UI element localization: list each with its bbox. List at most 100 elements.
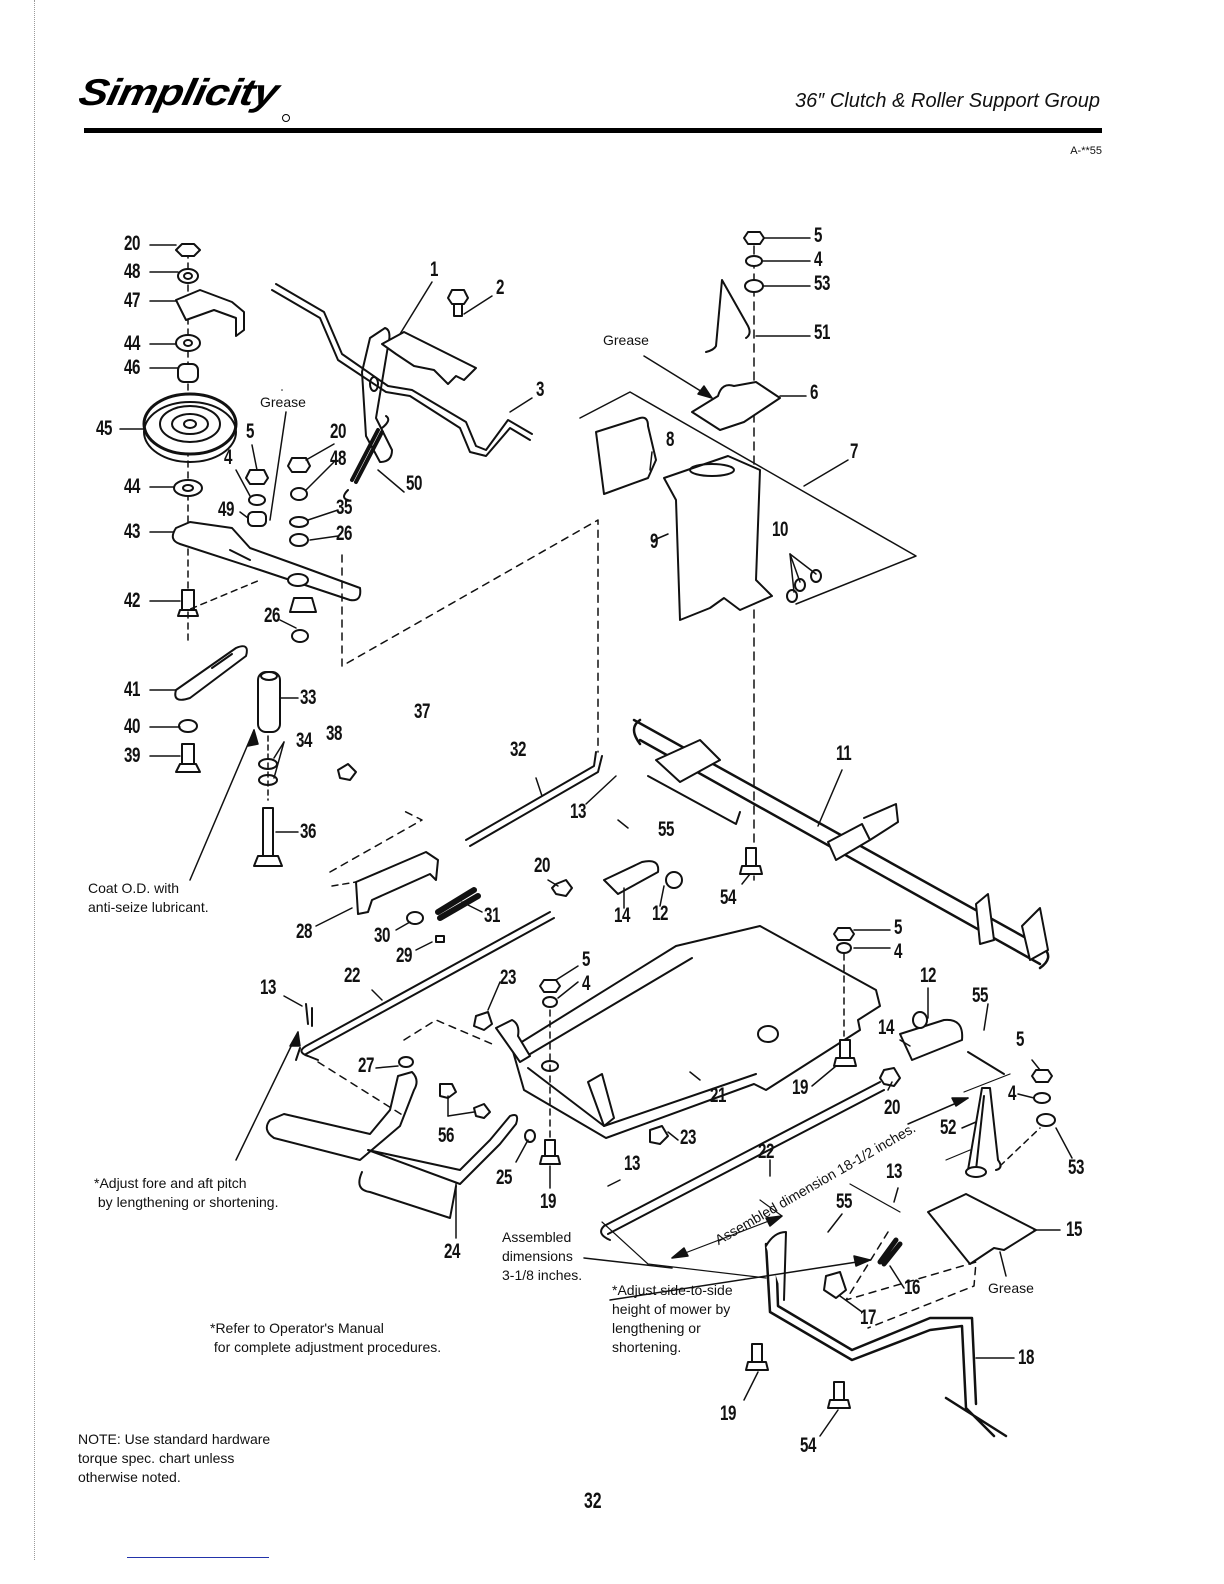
callout-47: 47	[124, 289, 141, 312]
clutch-shaft-3	[271, 283, 533, 457]
callout-13: 13	[886, 1160, 903, 1183]
callout-35: 35	[336, 496, 353, 519]
rod-18	[764, 1242, 1008, 1438]
callout-13: 13	[260, 976, 277, 999]
callout-18: 18	[1018, 1346, 1035, 1369]
callout-37: 37	[414, 700, 431, 723]
callout-41: 41	[124, 678, 141, 701]
spring-50	[350, 428, 384, 484]
callout-14: 14	[614, 904, 631, 927]
callout-25: 25	[496, 1166, 513, 1189]
document-code: A-**55	[1070, 145, 1102, 157]
callout-4: 4	[1008, 1082, 1017, 1105]
callout-22: 22	[344, 964, 361, 987]
callout-39: 39	[124, 744, 141, 767]
leader-lines	[119, 237, 1073, 1437]
callout-55: 55	[658, 818, 675, 841]
bushing-6	[691, 381, 781, 431]
callout-4: 4	[814, 248, 823, 271]
callout-12: 12	[920, 964, 937, 987]
fore-aft-note: *Adjust fore and aft pitch by lengthenin…	[94, 1175, 279, 1210]
callout-30: 30	[374, 924, 391, 947]
bracket-28	[355, 851, 439, 915]
callout-16: 16	[904, 1276, 921, 1299]
hex-nut-20	[175, 243, 201, 257]
callout-3: 3	[536, 378, 545, 401]
side-to-side-note: *Adjust side-to-side height of mower by …	[612, 1282, 733, 1355]
callout-9: 9	[650, 530, 659, 553]
callout-23: 23	[680, 1126, 697, 1149]
spring-31	[435, 887, 481, 921]
callout-15: 15	[1066, 1218, 1083, 1241]
callout-19: 19	[540, 1190, 557, 1213]
callout-38: 38	[326, 722, 343, 745]
torque-note: NOTE: Use standard hardware torque spec.…	[78, 1431, 271, 1485]
operator-manual-note: *Refer to Operator's Manual for complete…	[210, 1320, 442, 1355]
callout-13: 13	[570, 800, 587, 823]
callout-12: 12	[652, 902, 669, 925]
grease-note-top: Grease	[603, 332, 649, 348]
callout-4: 4	[894, 940, 903, 963]
link-rod-22	[300, 911, 555, 1061]
footer-link-line	[127, 1557, 269, 1558]
callout-33: 33	[300, 686, 317, 709]
callout-24: 24	[444, 1240, 461, 1263]
callout-5: 5	[1016, 1028, 1025, 1051]
callout-55: 55	[972, 984, 989, 1007]
bracket-37	[361, 327, 393, 463]
rod-32	[465, 751, 603, 847]
callout-8: 8	[666, 428, 675, 451]
callout-40: 40	[124, 715, 141, 738]
link-rod-22b	[600, 1081, 885, 1241]
idler-arm-43	[171, 521, 362, 602]
pulley-stack-group	[142, 243, 362, 617]
callout-20: 20	[124, 232, 141, 255]
anti-seize-note: Coat O.D. with anti-seize lubricant.	[88, 880, 209, 915]
callout-26: 26	[336, 522, 353, 545]
callout-26: 26	[264, 604, 281, 627]
rod-52	[967, 1087, 1002, 1171]
plate-7-outline	[579, 391, 917, 605]
assembled-short-note: Assembled dimensions 3-1/8 inches.	[502, 1229, 583, 1283]
callout-54: 54	[800, 1434, 817, 1457]
callout-49: 49	[218, 498, 235, 521]
bearing-plate-1	[381, 331, 477, 385]
callout-27: 27	[358, 1054, 375, 1077]
callout-53: 53	[814, 272, 831, 295]
grease-note-left: Grease	[260, 394, 306, 410]
callout-55: 55	[836, 1190, 853, 1213]
bracket-9	[663, 455, 773, 621]
callout-29: 29	[396, 944, 413, 967]
callout-54: 54	[720, 886, 737, 909]
callout-5: 5	[894, 916, 903, 939]
bracket-8	[595, 416, 657, 495]
callout-42: 42	[124, 589, 141, 612]
callout-44: 44	[124, 475, 141, 498]
callout-10: 10	[772, 518, 789, 541]
callout-11: 11	[836, 742, 852, 765]
callout-13: 13	[624, 1152, 641, 1175]
registered-mark	[282, 114, 290, 122]
clevis-14-bottom	[899, 1018, 964, 1061]
callout-28: 28	[296, 920, 313, 943]
spacer-bolt-group	[253, 597, 317, 867]
callout-23: 23	[500, 966, 517, 989]
callout-2: 2	[496, 276, 505, 299]
callout-43: 43	[124, 520, 141, 543]
callout-5: 5	[246, 420, 255, 443]
page-title: 36″ Clutch & Roller Support Group	[794, 90, 1100, 112]
callout-17: 17	[860, 1306, 877, 1329]
bracket-47	[175, 289, 245, 337]
callout-44: 44	[124, 332, 141, 355]
pointer-arrows	[189, 355, 969, 1301]
callout-51: 51	[814, 321, 831, 344]
callout-20: 20	[330, 420, 347, 443]
callout-20: 20	[884, 1096, 901, 1119]
callout-22: 22	[758, 1140, 775, 1163]
pulley-45	[142, 392, 238, 456]
callout-32: 32	[510, 738, 527, 761]
link-plate-41-group	[174, 579, 261, 773]
rod-51	[705, 279, 751, 353]
rod-51-group	[691, 231, 781, 881]
